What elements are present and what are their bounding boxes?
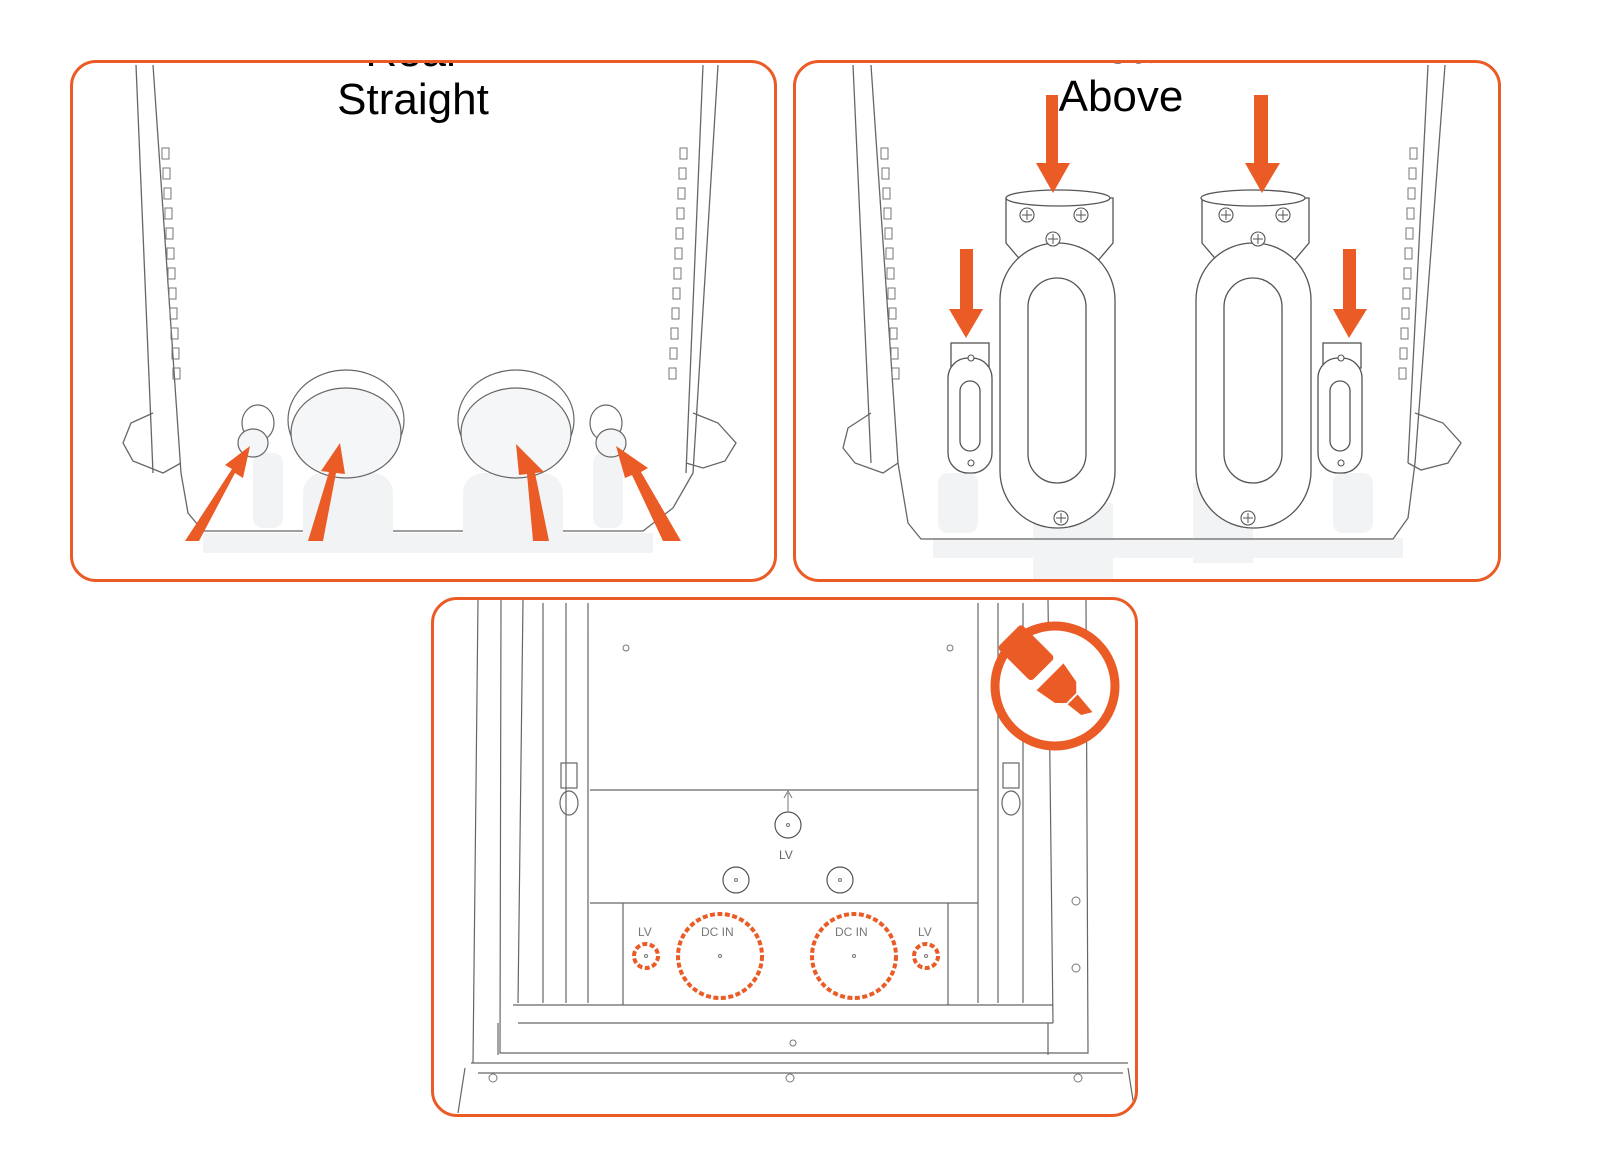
label-lv-left: LV [638,925,652,939]
title-line-1: Rear [298,63,528,76]
panel-title-rear-straight: Rear Straight [298,63,528,124]
panel-rear-straight: Rear Straight [70,60,777,582]
rear-above-illustration [842,64,1462,579]
highlighter-icon [990,621,1120,751]
arrow-icon [949,95,1367,338]
label-dc-in-left: DC IN [701,925,734,939]
panel-rear-above: Rear Above [793,60,1501,582]
title-line-2: Above [1058,72,1184,121]
label-lv-upper: LV [779,848,793,862]
label-dc-in-right: DC IN [835,925,868,939]
label-lv-right: LV [918,925,932,939]
panel-title-rear-above: Rear Above [1006,63,1236,121]
rear-straight-illustration [122,64,737,553]
title-line-2: Straight [337,75,489,124]
bottom-interior-illustration [457,600,1135,1114]
panel-bottom-interior: LV LV DC IN DC IN LV [431,597,1138,1117]
highlight-circles [632,912,940,1000]
title-line-1: Rear [1006,63,1236,73]
arrow-icon [185,443,681,541]
